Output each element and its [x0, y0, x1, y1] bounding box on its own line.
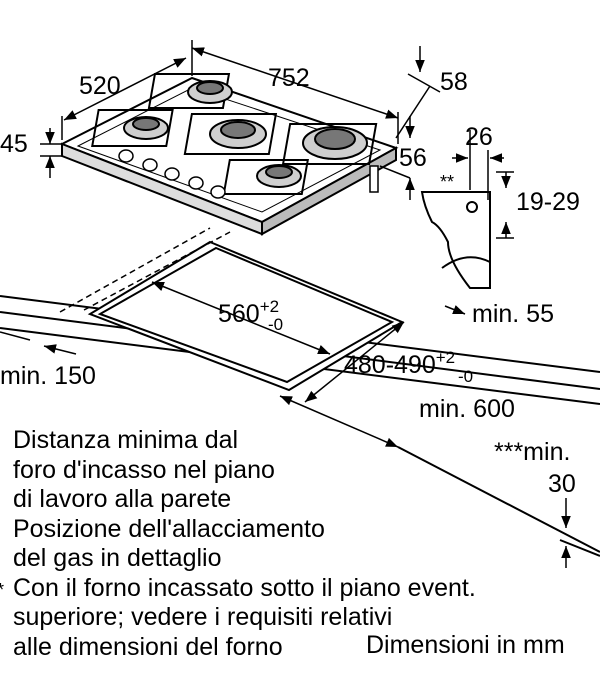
dim-min-below-label: ***min. [494, 438, 570, 466]
wall-line-lower [560, 540, 600, 556]
note-line: foro d'incasso nel piano [13, 455, 275, 484]
gas-connection-point [467, 202, 477, 212]
dim-cutout-width-tol-minus: -0 [268, 315, 283, 334]
burner-right [283, 124, 376, 164]
dim-height-label: 45 [0, 130, 28, 158]
dim-cutout-depth-label: 480-490+2 [344, 348, 455, 379]
burner-center [185, 114, 276, 154]
knob [119, 150, 133, 162]
knob [143, 159, 157, 171]
gas-marker-label: ** [440, 172, 454, 192]
dimension-lines [0, 40, 571, 568]
dim-gas-height-label: 19-29 [516, 188, 580, 216]
wall-line [398, 447, 600, 552]
dim-cutout-depth-tol-minus: -0 [458, 367, 473, 386]
burner-front-right [224, 160, 308, 194]
knob [189, 177, 203, 189]
note-line: Posizione dell'allacciamento [13, 514, 325, 543]
note-line: di lavoro alla parete [13, 485, 232, 513]
gas-connection-detail [422, 130, 514, 288]
dim-min-side-label: min. 150 [0, 362, 96, 390]
projection-lines [60, 228, 230, 312]
dim-min-wall-label: min. 600 [419, 395, 515, 423]
dim-gas-offset-label: 26 [465, 123, 493, 151]
note-line: alle dimensioni del forno [13, 632, 283, 661]
dimension-labels: 752 520 45 58 56 560+2 -0 480-490+2 -0 m… [0, 64, 580, 498]
dim-58-label: 58 [440, 68, 468, 96]
note-line: superiore; vedere i requisiti relativi [13, 603, 393, 631]
note-line: del gas in dettaglio [13, 544, 222, 572]
units-label: Dimensioni in mm [366, 631, 565, 659]
dim-56-label: 56 [399, 144, 427, 172]
knob [165, 168, 179, 180]
dim-min-below-value: 30 [548, 470, 576, 498]
dim-depth-label: 520 [79, 72, 121, 100]
note-marker: * [0, 576, 4, 606]
control-knobs [119, 150, 225, 198]
note-line: Distanza minima dal [13, 426, 239, 454]
note-line: Con il forno incassato sotto il piano ev… [13, 573, 476, 602]
dim-width-label: 752 [268, 64, 310, 92]
notes-block: * Distanza minima dal foro d'incasso nel… [0, 426, 476, 662]
dim-cutout-width-label: 560+2 [218, 297, 279, 328]
knob [211, 186, 225, 198]
hob-feet [370, 166, 378, 192]
dim-min-front-label: min. 55 [472, 300, 554, 328]
